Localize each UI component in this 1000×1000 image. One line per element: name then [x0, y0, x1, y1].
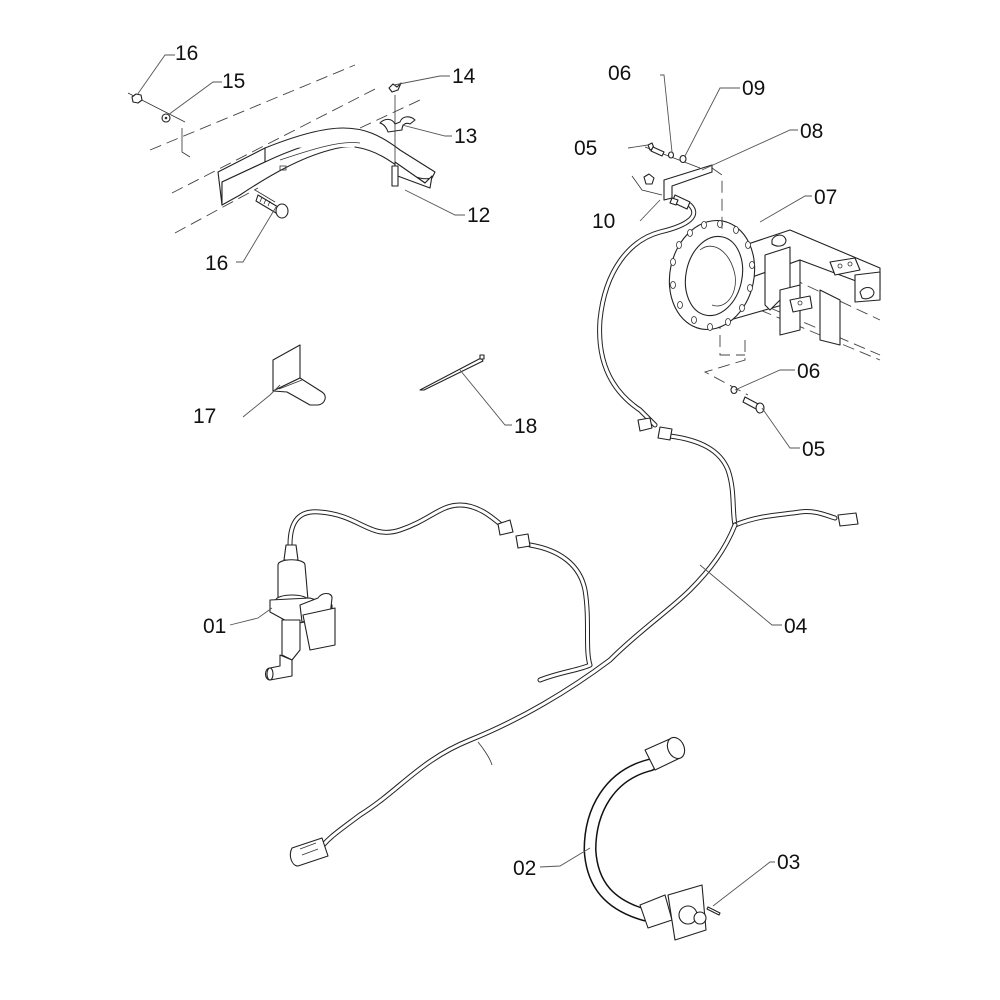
label-14: 15	[222, 70, 245, 93]
label-11: 12	[467, 204, 490, 227]
sensor-connector-pair	[637, 417, 673, 441]
part-11-cover[interactable]	[217, 127, 436, 206]
part-01-valve[interactable]	[264, 502, 531, 681]
label-04: 04	[784, 615, 808, 638]
part-labels: 16 15 14 13 12 16 06 09 05 08 10 07 06 0…	[175, 42, 837, 880]
label-09: 09	[742, 77, 765, 100]
frame-dashed-line	[359, 99, 421, 129]
valve-connector	[497, 519, 514, 536]
label-16: 16	[205, 252, 228, 275]
part-14-washer[interactable]	[161, 113, 191, 158]
label-07: 07	[814, 186, 837, 209]
part-05-bolt-bottom[interactable]	[742, 396, 765, 414]
label-06-bottom: 06	[797, 360, 820, 383]
round-connector-bottom	[639, 894, 673, 929]
label-13: 14	[452, 65, 476, 88]
harness-tie-mark	[477, 741, 493, 766]
part-18-cable-tie[interactable]	[419, 354, 485, 391]
part-06-washer-bottom[interactable]	[730, 385, 738, 395]
label-17: 17	[193, 405, 216, 428]
bracket-nut	[643, 173, 655, 185]
frame-dashed-line	[171, 87, 378, 194]
label-05-bottom: 05	[802, 438, 825, 461]
part-16-bolt[interactable]	[254, 189, 289, 219]
part-07-axle-flange[interactable]	[659, 212, 881, 361]
cover-assembly	[127, 64, 436, 234]
label-05-top: 05	[574, 137, 597, 160]
bracket-dashed-line	[711, 167, 723, 235]
part-17-angle-bracket[interactable]	[272, 344, 326, 406]
label-18: 18	[514, 415, 537, 438]
label-06-top: 06	[608, 62, 631, 85]
leader-lines	[136, 54, 812, 907]
label-02: 02	[513, 857, 536, 880]
harness-end-connector	[289, 837, 329, 867]
part-09-washer[interactable]	[679, 154, 687, 164]
part-04-harness[interactable]	[317, 433, 838, 853]
frame-dashed-line	[149, 64, 356, 151]
harness-right-connector	[837, 512, 859, 527]
part-03-pin[interactable]	[706, 906, 721, 916]
label-10: 10	[592, 210, 615, 233]
part-15-nut[interactable]	[127, 92, 186, 123]
part-13-wing-nut[interactable]	[388, 82, 402, 93]
part-12-clamp[interactable]	[379, 95, 416, 187]
label-03: 03	[777, 851, 800, 874]
frame-dashed-line	[174, 187, 259, 234]
label-01: 01	[203, 615, 226, 638]
part-02-cable[interactable]	[583, 735, 707, 941]
valve-mating-connector	[515, 533, 531, 549]
label-12: 13	[454, 125, 477, 148]
label-15: 16	[175, 42, 198, 65]
part-06-washer-top[interactable]	[667, 151, 675, 159]
part-10-sensor[interactable]	[597, 194, 697, 428]
bolt-guide-dashed-line	[703, 340, 749, 396]
flange-bolt-holes	[670, 220, 755, 331]
label-08: 08	[800, 120, 823, 143]
sensor-guide-line	[631, 175, 663, 196]
